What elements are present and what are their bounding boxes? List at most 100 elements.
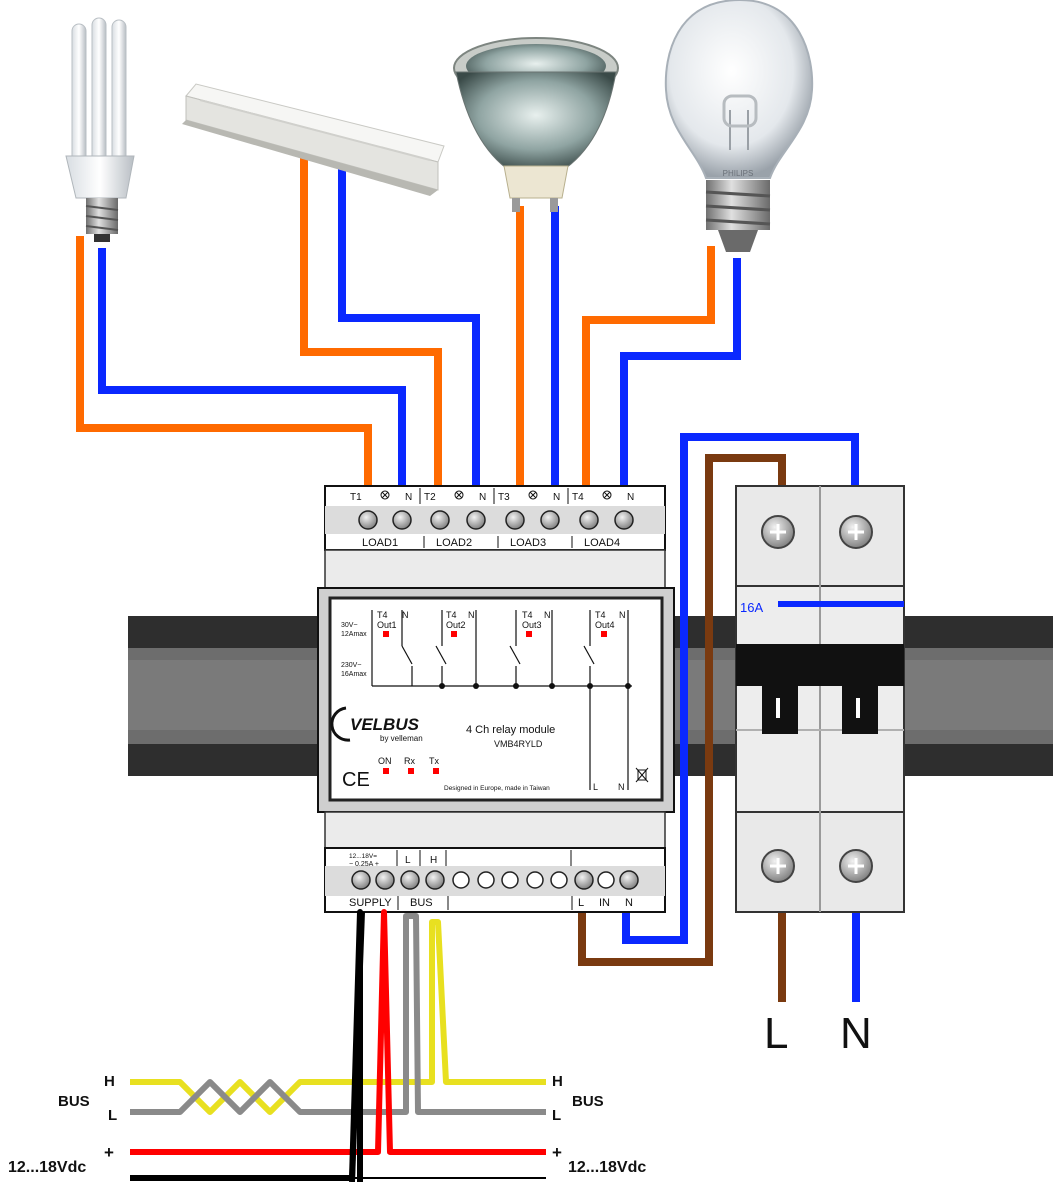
bus-right-labels: H BUS L + 12...18Vdc <box>552 1073 646 1176</box>
load-terminal-labels: T1 N T2 N T3 N T4 N <box>350 492 634 503</box>
module-title: 4 Ch relay module <box>466 724 555 736</box>
ch4-n: N <box>619 610 626 620</box>
inner-n-label: N <box>618 782 625 792</box>
tube-fixture-icon <box>182 83 445 196</box>
load-terminal-screws <box>358 510 634 530</box>
channel-leds <box>383 631 607 637</box>
bus-right-label: BUS <box>572 1093 604 1110</box>
wire-feed-neutral <box>622 433 859 944</box>
led-label-on: ON <box>378 756 392 766</box>
terminal-label-t2: T2 <box>424 492 436 503</box>
terminal-label-n4: N <box>627 492 634 503</box>
bus-label: BUS <box>410 897 433 909</box>
ce-mark: CE <box>342 769 370 791</box>
led-label-rx: Rx <box>404 756 415 766</box>
terminal-label-t3: T3 <box>498 492 510 503</box>
supply-spec-top: 12...18V= <box>349 853 377 860</box>
bottom-terminal-labels: 12...18V= − 0.25A + L H <box>349 850 572 868</box>
ch1-n: N <box>402 610 409 620</box>
spec-mid: 230V~ <box>341 662 361 669</box>
wire-load1-neutral <box>98 248 406 486</box>
load-label-3: LOAD3 <box>510 537 546 549</box>
status-leds: ON Rx Tx <box>378 756 439 774</box>
bus-right-l: L <box>552 1107 561 1124</box>
load-label-1: LOAD1 <box>362 537 398 549</box>
load-label-4: LOAD4 <box>584 537 620 549</box>
terminal-label-n1: N <box>405 492 412 503</box>
supply-spec-bottom: − 0.25A + <box>349 861 379 868</box>
wire-bus-h <box>130 919 546 1115</box>
mains-l: L <box>764 1009 788 1058</box>
wire-supply-minus <box>130 909 363 1182</box>
ch1-out: Out1 <box>377 620 397 630</box>
wire-bus-l <box>130 913 546 1115</box>
lamp-symbols <box>380 488 612 504</box>
bus-left-labels: H BUS L + 12...18Vdc <box>8 1073 117 1176</box>
bus-left-label: BUS <box>58 1093 90 1110</box>
bus-l-label: L <box>405 855 411 866</box>
mains-n-label: N <box>625 897 633 909</box>
weee-bin-icon <box>635 767 649 783</box>
circuit-breaker: 16A <box>735 485 905 913</box>
brand-name: VELBUS <box>350 715 420 734</box>
spec-top2: 12Amax <box>341 631 367 638</box>
bulb-icon: PHILIPS <box>664 0 814 252</box>
ch1-t: T4 <box>377 610 388 620</box>
terminal-label-t1: T1 <box>350 492 362 503</box>
bus-right-voltage: 12...18Vdc <box>568 1159 646 1176</box>
ch3-t: T4 <box>522 610 533 620</box>
cfl-lamp-icon <box>65 17 135 242</box>
spec-mid2: 16Amax <box>341 671 367 678</box>
wire-load4-neutral <box>620 258 741 486</box>
led-label-tx: Tx <box>429 756 439 766</box>
bottom-labels: SUPPLY BUS L IN N <box>349 896 633 910</box>
ch2-out: Out2 <box>446 620 466 630</box>
wire-load2-neutral <box>338 168 480 486</box>
brand-sub: by velleman <box>380 734 423 743</box>
breaker-screws <box>761 515 873 883</box>
inner-l-label: L <box>593 782 598 792</box>
mains-in-label: IN <box>599 897 610 909</box>
ch2-n: N <box>468 610 475 620</box>
bottom-terminal-screws <box>351 870 639 890</box>
front-panel-schematic <box>371 610 632 790</box>
wire-load4-live <box>582 246 715 486</box>
wire-supply-plus <box>130 909 546 1155</box>
lamp-brand: PHILIPS <box>723 169 754 178</box>
mains-l-label: L <box>578 897 584 909</box>
load-label-2: LOAD2 <box>436 537 472 549</box>
supply-label: SUPPLY <box>349 897 392 909</box>
spec-top: 30V~ <box>341 622 358 629</box>
velbus-logo: VELBUS by velleman <box>330 706 423 743</box>
bus-left-voltage: 12...18Vdc <box>8 1159 86 1176</box>
wire-feed-live <box>578 454 786 966</box>
load-labels: LOAD1 LOAD2 LOAD3 LOAD4 <box>362 536 620 549</box>
terminal-label-t4: T4 <box>572 492 584 503</box>
relay-module <box>317 485 675 913</box>
load-wires <box>76 156 860 1002</box>
wire-supply-minus-2 <box>349 911 365 1182</box>
schematic-nodes <box>439 683 631 689</box>
bus-left-h: H <box>104 1073 115 1090</box>
channel-labels: T4 N Out1 T4 N Out2 T4 N Out3 T4 N Out4 <box>377 610 626 630</box>
ch4-out: Out4 <box>595 620 615 630</box>
bus-right-h: H <box>552 1073 563 1090</box>
wire-load1-live <box>76 236 372 486</box>
bus-h-label: H <box>430 855 437 866</box>
ch2-t: T4 <box>446 610 457 620</box>
mains-n: N <box>840 1009 872 1058</box>
halogen-spot-icon <box>453 37 619 212</box>
terminal-label-n2: N <box>479 492 486 503</box>
bus-wires <box>130 909 546 1182</box>
module-footer: Designed in Europe, made in Taiwan <box>444 785 550 792</box>
ch3-n: N <box>544 610 551 620</box>
wire-load2-live <box>300 156 442 486</box>
bus-left-l: L <box>108 1107 117 1124</box>
module-model: VMB4RYLD <box>494 739 543 749</box>
spec-labels: 30V~ 12Amax 230V~ 16Amax <box>341 622 367 678</box>
bus-left-plus: + <box>104 1143 114 1162</box>
ch4-t: T4 <box>595 610 606 620</box>
ch3-out: Out3 <box>522 620 542 630</box>
breaker-rating: 16A <box>740 600 763 615</box>
